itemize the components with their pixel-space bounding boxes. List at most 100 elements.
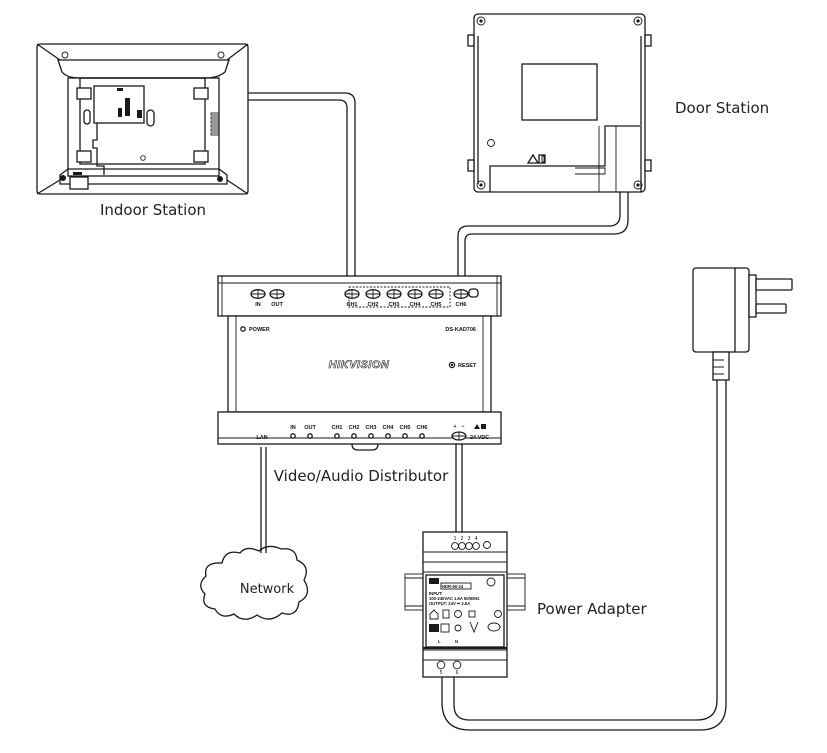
port-label: CH2 (367, 302, 378, 308)
door-station-label: Door Station (675, 99, 769, 117)
indicator-led (419, 433, 425, 439)
psu-input-value: 100-240VAC 1.6A 50/60Hz (429, 596, 480, 601)
caution-icon (474, 424, 486, 429)
indicator-label: CH6 (416, 425, 427, 431)
terminal-number: 3 (468, 536, 471, 542)
meanwell-logo (429, 578, 439, 584)
port-ch3[interactable]: CH3 (386, 289, 402, 308)
plug-prong-upper (755, 278, 793, 291)
terminal-number: 4 (475, 536, 478, 542)
warning-icon (526, 153, 546, 164)
port-in[interactable]: IN (250, 289, 266, 308)
indicator-in: IN (290, 425, 296, 439)
indicator-label: IN (290, 425, 296, 431)
hikvision-logo: HIKVISION (329, 359, 390, 371)
port-ch4[interactable]: CH4 (407, 289, 423, 308)
indicator-label: CH5 (399, 425, 410, 431)
door-station-display-window (521, 63, 598, 121)
plus-label: + (453, 424, 456, 430)
indicator-ch1: CH1 (331, 425, 343, 439)
psu-input-label: INPUT: (429, 591, 443, 596)
power-input-terminal: + − 24 VDC (451, 424, 489, 441)
ch6-extra-label (468, 288, 479, 298)
psu-N-label: N (455, 639, 458, 644)
power-indicator: POWER (240, 326, 270, 333)
door-station-housing (473, 13, 646, 193)
indicator-ch2: CH2 (348, 425, 360, 439)
port-ch5[interactable]: CH5 (428, 289, 444, 308)
indicator-out: OUT (304, 425, 316, 439)
terminal-number: 1 (454, 536, 457, 542)
reset-button[interactable]: RESET (448, 361, 477, 369)
indicator-label: CH3 (365, 425, 376, 431)
port-label: CH6 (455, 302, 466, 308)
psu-model: HDR-60-24 (442, 584, 464, 589)
port-label: CH1 (346, 302, 357, 308)
wall-plug-body (692, 267, 750, 353)
indicator-label: OUT (304, 425, 316, 431)
plug-prong-lower (755, 303, 787, 314)
port-ch1[interactable]: CH1 (344, 289, 360, 308)
certification-marks (429, 609, 502, 634)
model-label: DS-KAD706 (445, 327, 476, 333)
top-port-row: IN OUT CH1 CH2 CH3 CH4 CH5 CH6 (250, 289, 469, 308)
port-label: IN (255, 302, 261, 308)
cable-door-to-ch6 (457, 126, 629, 292)
port-label: CH3 (388, 302, 399, 308)
port-ch6[interactable]: CH6 (453, 289, 469, 308)
wall-plug (692, 267, 793, 381)
indicator-led (351, 433, 357, 439)
minus-label: − (461, 424, 464, 430)
indicator-label: CH4 (382, 425, 394, 431)
distributor-label: Video/Audio Distributor (274, 467, 449, 485)
indicator-label: CH2 (348, 425, 359, 431)
distributor-body (227, 315, 492, 413)
indicator-led (290, 433, 296, 439)
indicator-led (307, 433, 313, 439)
cable-strain-relief (712, 351, 730, 381)
network-label: Network (240, 582, 295, 597)
indoor-station-label: Indoor Station (100, 201, 206, 219)
port-label: CH5 (430, 302, 441, 308)
power-indicator-label: POWER (249, 327, 270, 333)
indicator-ch4: CH4 (382, 425, 394, 439)
indicator-led (334, 433, 340, 439)
cable-indoor-to-ch1 (222, 92, 356, 292)
indicator-led (385, 433, 391, 439)
indicator-led (368, 433, 374, 439)
port-out[interactable]: OUT (269, 289, 285, 308)
psu-terminal-4[interactable]: 4 (472, 536, 480, 550)
psu-L-label: L (438, 639, 441, 644)
psu-terminal-5[interactable]: 5 (436, 660, 446, 676)
cable-adapter-to-plug (441, 375, 727, 731)
door-station: Door Station (467, 13, 769, 193)
indoor-station: Indoor Station (36, 43, 249, 219)
terminal-number: 2 (461, 536, 464, 542)
psu-output-value: OUTPUT: 24V ⎓ 2.5A (429, 601, 470, 606)
psu-terminal-6[interactable]: 6 (452, 660, 462, 676)
corner-screws (476, 16, 643, 190)
indicator-led (402, 433, 408, 439)
indicator-ch3: CH3 (365, 425, 377, 439)
cable-dc-to-adapter (455, 428, 463, 532)
psu-label-plate (425, 574, 505, 648)
voltage-label: 24 VDC (470, 435, 489, 441)
cable-lan-to-network (260, 447, 267, 553)
bottom-indicator-row: LAN IN OUT CH1 CH2 CH3 CH4 CH5 CH6 (256, 425, 427, 441)
lan-port-label: LAN (256, 435, 267, 441)
indicator-ch6: CH6 (416, 425, 428, 439)
port-ch2[interactable]: CH2 (365, 289, 381, 308)
speaker-grille (210, 112, 220, 136)
terminal-number: 6 (456, 670, 459, 676)
channel-group-outline (348, 286, 451, 308)
network-cloud: Network (200, 545, 309, 620)
indicator-label: CH1 (331, 425, 342, 431)
port-label: OUT (271, 302, 283, 308)
reset-label: RESET (458, 363, 477, 369)
port-label: CH4 (409, 302, 421, 308)
